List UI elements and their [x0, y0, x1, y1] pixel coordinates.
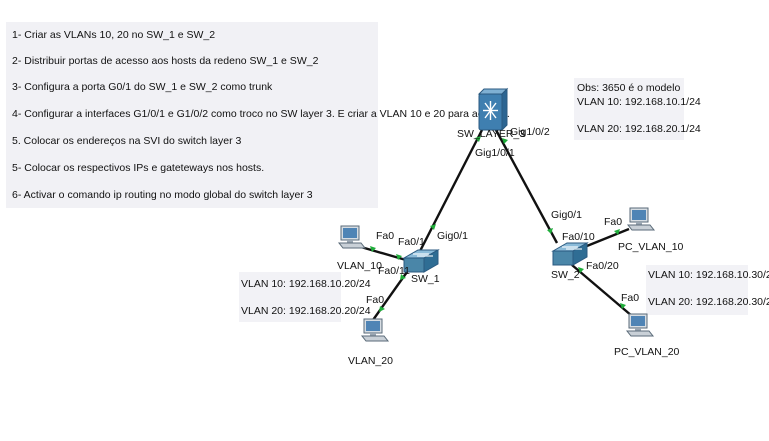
- task-item: 5- Colocar os respectivos IPs e gatetewa…: [12, 162, 265, 174]
- link-l3-sw2: [494, 129, 559, 244]
- left-vlan20-ip: VLAN 20: 192.168.20.20/24: [241, 305, 371, 317]
- l3-switch-icon[interactable]: [477, 87, 509, 132]
- pc-vlan20-left-icon[interactable]: [360, 318, 390, 342]
- l3-switch-label: SW_LAYER_3: [457, 128, 525, 140]
- link-up-dot: [620, 303, 626, 309]
- link-up-dot: [379, 306, 385, 312]
- link-l3-sw1: [415, 129, 484, 258]
- link-up-dot: [396, 254, 402, 260]
- link-sw2-pc-vlan20: [571, 264, 633, 317]
- port-label: Fa0: [604, 216, 622, 228]
- right-vlan10-ip: VLAN 10: 192.168.10.30/24: [648, 269, 769, 281]
- task-item: 4- Configurar a interfaces G1/0/1 e G1/0…: [12, 108, 510, 120]
- pc-vlan10-right-icon[interactable]: [626, 207, 656, 231]
- port-label: Fa0/1: [398, 236, 425, 248]
- link-up-dot: [614, 229, 620, 235]
- port-label: Gig1/0/1: [475, 147, 515, 159]
- obs-note: [574, 78, 684, 140]
- port-label: Fa0/11: [378, 265, 410, 277]
- right-vlan20-ip: VLAN 20: 192.168.20.30/24: [648, 296, 769, 308]
- link-up-dot: [547, 228, 553, 234]
- link-up-dot: [370, 246, 376, 252]
- link-status-dots: [370, 136, 626, 312]
- link-up-dot: [578, 267, 584, 273]
- port-label: Gig0/1: [551, 209, 582, 221]
- pc-vlan20-right-icon[interactable]: [625, 313, 655, 337]
- task-list-panel: 1- Criar as VLANs 10, 20 no SW_1 e SW_2 …: [6, 22, 510, 208]
- link-up-dot: [430, 224, 436, 230]
- task-item: 5. Colocar os endereços na SVI do switch…: [12, 135, 242, 147]
- task-item: 2- Distribuir portas de acesso aos hosts…: [12, 55, 319, 67]
- pc-vlan10-right-label: PC_VLAN_10: [618, 241, 684, 253]
- sw2-label: SW_2: [551, 269, 580, 281]
- pc-vlan10-left-label: VLAN_10: [337, 260, 382, 272]
- port-label: Fa0: [366, 294, 384, 306]
- obs-vlan10-gateway: VLAN 10: 192.168.10.1/24: [577, 96, 701, 108]
- obs-model-text: Obs: 3650 é o modelo: [577, 82, 681, 94]
- port-label: Fa0: [376, 230, 394, 242]
- port-label: Gig0/1: [437, 230, 468, 242]
- left-vlan10-ip: VLAN 10: 192.168.10.20/24: [241, 278, 371, 290]
- pc-vlan20-left-label: VLAN_20: [348, 355, 393, 367]
- pc-vlan20-right-label: PC_VLAN_20: [614, 346, 680, 358]
- link-up-dot: [502, 138, 508, 144]
- port-label: Fa0/10: [562, 231, 595, 243]
- sw1-label: SW_1: [411, 273, 440, 285]
- task-item: 6- Activar o comando ip routing no modo …: [12, 189, 313, 201]
- sw2-switch-icon[interactable]: [551, 242, 589, 266]
- link-sw1-pc-vlan20: [372, 271, 408, 321]
- link-up-dot: [400, 274, 406, 280]
- link-up-dot: [475, 136, 481, 142]
- port-label: Fa0: [621, 292, 639, 304]
- port-label: Fa0/20: [586, 260, 619, 272]
- port-label: Gig1/0/2: [510, 126, 550, 138]
- pc-vlan10-left-icon[interactable]: [337, 225, 367, 249]
- left-ip-note: [239, 272, 341, 322]
- task-item: 1- Criar as VLANs 10, 20 no SW_1 e SW_2: [12, 29, 216, 41]
- right-ip-note: [646, 265, 748, 315]
- sw1-switch-icon[interactable]: [402, 249, 440, 273]
- obs-vlan20-gateway: VLAN 20: 192.168.20.1/24: [577, 123, 701, 135]
- task-item: 3- Configura a porta G0/1 do SW_1 e SW_2…: [12, 81, 273, 93]
